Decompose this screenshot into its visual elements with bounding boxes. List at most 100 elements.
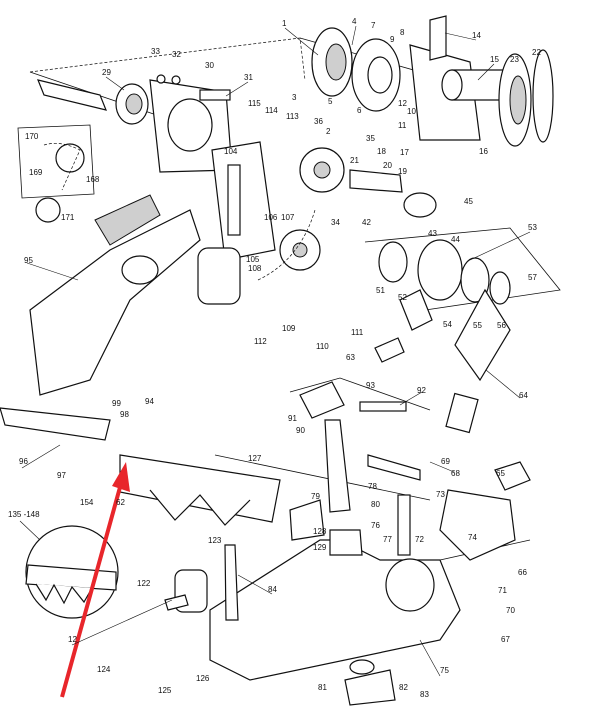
part-label: 15 [490, 55, 499, 64]
part-label: 6 [357, 106, 362, 115]
part-label: 30 [205, 61, 214, 70]
part-label: 90 [296, 426, 305, 435]
part-label: 73 [436, 490, 445, 499]
part-label: 81 [318, 683, 327, 692]
red-indicator-arrow [60, 462, 130, 698]
part-label: 84 [268, 585, 277, 594]
part-label: 70 [506, 606, 515, 615]
part-label: 83 [420, 690, 429, 699]
part-label: 106 [264, 213, 278, 222]
part-label: 52 [398, 293, 407, 302]
middle-drive [197, 141, 511, 363]
part-label: 91 [288, 414, 297, 423]
part-label: 3 [292, 93, 297, 102]
part-label: 10 [407, 107, 416, 116]
part-label: 122 [137, 579, 151, 588]
part-label: 97 [57, 471, 66, 480]
part-label: 72 [415, 535, 424, 544]
part-label: 29 [102, 68, 111, 77]
part-label: 110 [316, 342, 329, 351]
part-label: 22 [532, 48, 541, 57]
part-label: 43 [428, 229, 437, 238]
part-label: 124 [97, 665, 111, 674]
part-label: 82 [399, 683, 408, 692]
part-label: 35 [366, 134, 375, 143]
part-label: 63 [346, 353, 355, 362]
pivot-arm [299, 288, 531, 561]
part-label: 113 [286, 112, 299, 121]
part-label: 78 [368, 482, 377, 491]
part-label: 126 [196, 674, 210, 683]
part-label: 53 [528, 223, 537, 232]
part-label: 17 [400, 148, 409, 157]
part-label: 11 [398, 121, 407, 130]
sprocket-inset [17, 124, 95, 223]
part-label: 68 [451, 469, 460, 478]
part-label: 109 [282, 324, 296, 333]
part-label: 71 [498, 586, 507, 595]
part-label: 111 [351, 328, 364, 337]
leader-lines [19, 25, 531, 677]
part-label: 18 [377, 147, 386, 156]
part-label: 56 [497, 321, 506, 330]
part-label: 93 [366, 381, 375, 390]
part-label: 19 [398, 167, 407, 176]
part-label: 168 [86, 175, 100, 184]
part-label: 4 [352, 17, 357, 26]
part-label: 21 [350, 156, 359, 165]
part-label: 171 [61, 213, 75, 222]
part-label: 20 [383, 161, 392, 170]
part-label: 34 [331, 218, 340, 227]
part-label: 62 [116, 498, 125, 507]
part-label: 23 [510, 55, 519, 64]
part-label: 36 [314, 117, 323, 126]
part-label: 104 [224, 147, 238, 156]
part-label: 31 [244, 73, 253, 82]
part-label: 108 [248, 264, 262, 273]
part-label: 44 [451, 235, 460, 244]
part-label: 114 [265, 106, 278, 115]
part-label: 66 [518, 568, 527, 577]
base-yoke [164, 529, 461, 706]
part-label: 115 [248, 99, 261, 108]
part-label: 51 [376, 286, 385, 295]
part-label: 170 [25, 132, 39, 141]
part-label: 105 [246, 255, 260, 264]
part-label: 94 [145, 397, 154, 406]
part-label: 80 [371, 500, 380, 509]
part-label: 98 [120, 410, 129, 419]
part-label: 129 [313, 543, 327, 552]
part-label: 33 [151, 47, 160, 56]
part-label: 9 [390, 35, 395, 44]
part-label: 128 [313, 527, 327, 536]
part-label: 77 [383, 535, 392, 544]
frame [0, 194, 325, 541]
part-label: 32 [172, 50, 181, 59]
part-label: 79 [311, 492, 320, 501]
part-label: 135 -148 [8, 510, 40, 519]
part-label: 127 [248, 454, 262, 463]
hub-assembly [311, 15, 554, 147]
part-label: 107 [281, 213, 295, 222]
part-label: 125 [158, 686, 172, 695]
part-labels: 1 4 7 8 9 14 15 23 22 33 32 29 30 31 115… [8, 17, 541, 699]
part-label: 112 [254, 337, 267, 346]
part-label: 12 [68, 635, 77, 644]
part-label: 69 [441, 457, 450, 466]
part-label: 14 [472, 31, 481, 40]
part-label: 75 [440, 666, 449, 675]
part-label: 123 [208, 536, 222, 545]
part-label: 67 [501, 635, 510, 644]
part-label: 5 [328, 97, 333, 106]
part-label: 169 [29, 168, 43, 177]
part-label: 99 [112, 399, 121, 408]
part-label: 96 [19, 457, 28, 466]
part-label: 57 [528, 273, 537, 282]
part-label: 55 [473, 321, 482, 330]
part-label: 12 [398, 99, 407, 108]
part-label: 1 [282, 19, 287, 28]
part-label: 45 [464, 197, 473, 206]
part-label: 54 [443, 320, 452, 329]
part-label: 16 [479, 147, 488, 156]
